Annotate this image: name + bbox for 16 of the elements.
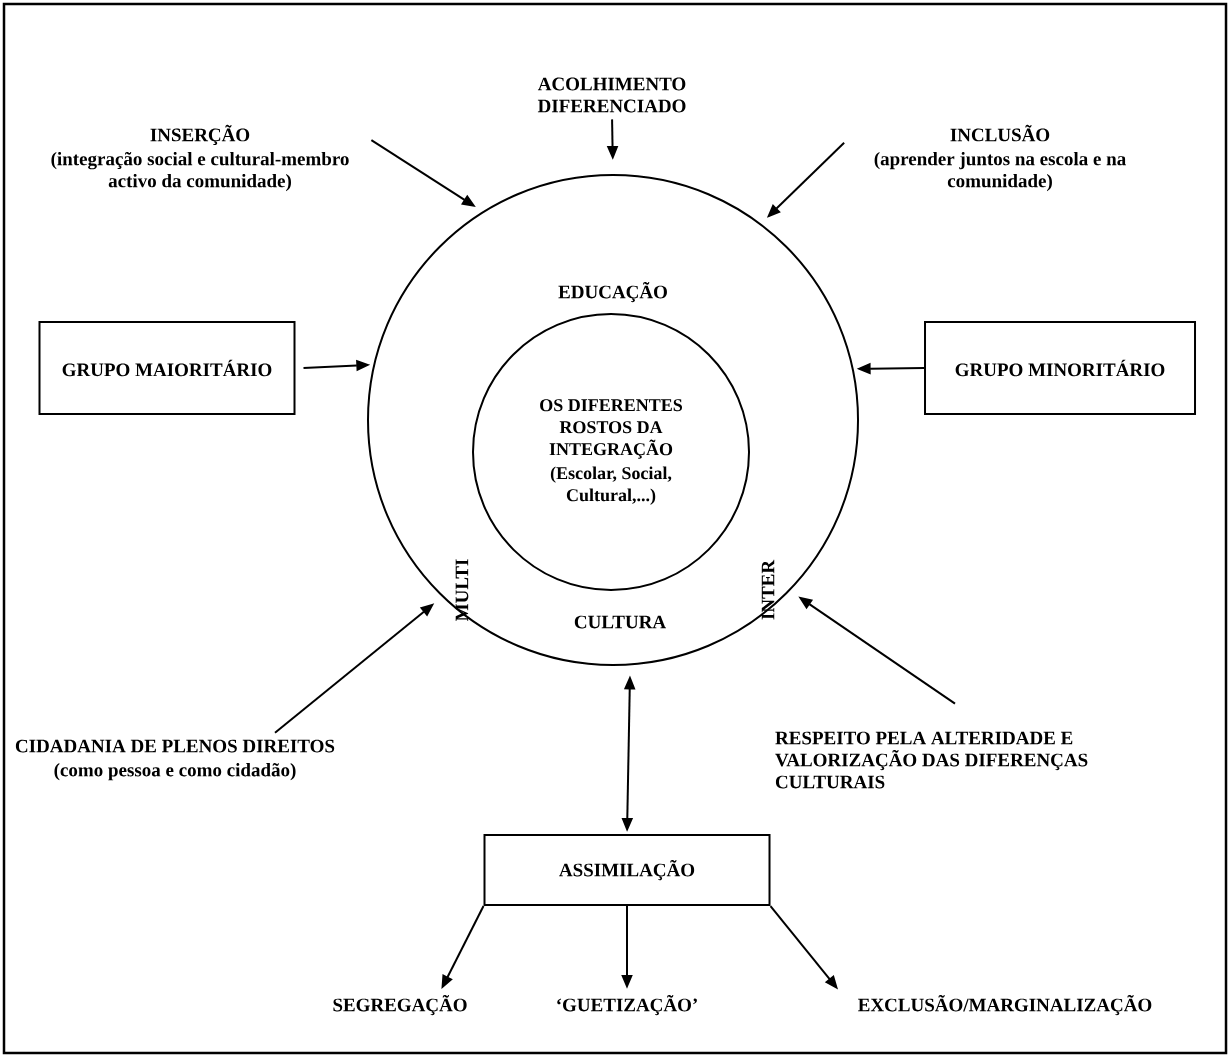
label-text: SEGREGAÇÃO	[333, 994, 467, 1016]
label-text: RESPEITO PELA ALTERIDADE E VALORIZAÇÃO DAS DIFERENÇAS CULTURAIS	[775, 731, 1088, 789]
ring-label: CULTURA	[574, 615, 666, 629]
text-box: ASSIMILAÇÃO	[483, 834, 771, 906]
ring-label: EDUCAÇÃO	[558, 281, 667, 303]
label-text: CIDADANIA DE PLENOS DIREITOS (como pessoa e como cidadão)	[15, 739, 335, 781]
label-text: INSERÇÃO (integração social e cultural-membro activo da comunidade)	[51, 124, 349, 192]
outer-circle	[367, 174, 859, 666]
text-box: GRUPO MAIORITÁRIO	[38, 321, 296, 415]
ring-label: MULTI	[455, 559, 469, 621]
text-box: GRUPO MINORITÁRIO	[924, 321, 1196, 415]
label-text: EXCLUSÃO/MARGINALIZAÇÃO	[858, 994, 1152, 1016]
label-text: ‘GUETIZAÇÃO’	[557, 994, 697, 1016]
ring-label: INTER	[761, 559, 775, 620]
label-text: INCLUSÃO (aprender juntos na escola e na comunidade)	[874, 124, 1126, 192]
label-text: ACOLHIMENTO DIFERENCIADO	[537, 77, 686, 113]
